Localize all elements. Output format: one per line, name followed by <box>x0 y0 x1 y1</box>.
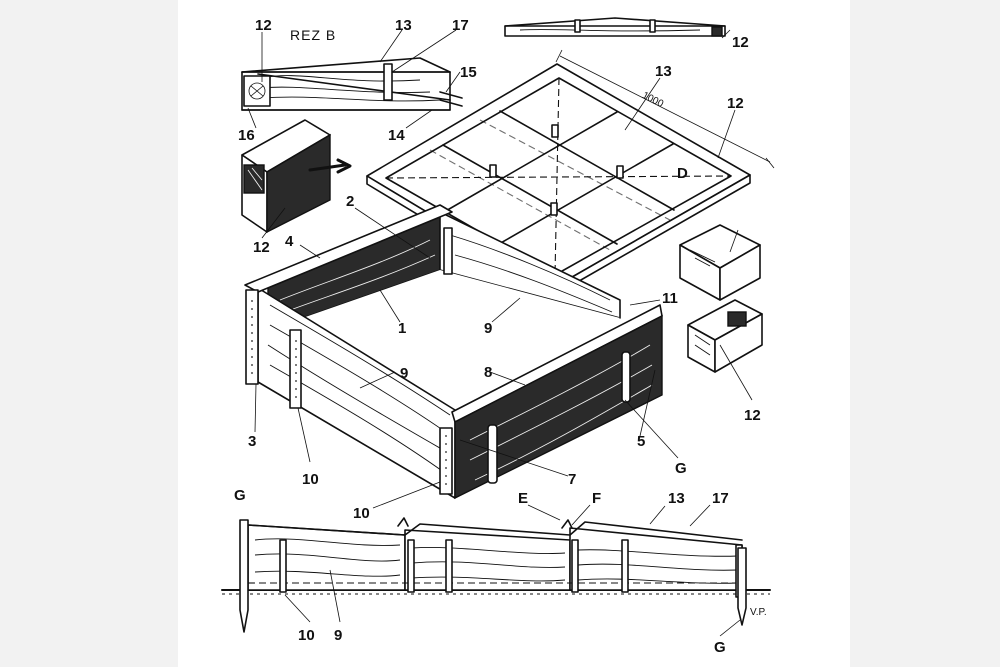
label-9: 9 <box>334 627 342 644</box>
label-10: 10 <box>298 627 315 644</box>
label-17: 17 <box>452 17 469 34</box>
label-4: 4 <box>285 233 294 250</box>
label-2: 2 <box>346 193 354 210</box>
label-E: E <box>518 490 528 507</box>
label-G: G <box>714 639 726 656</box>
label-G: G <box>675 460 687 477</box>
label-12: 12 <box>727 95 744 112</box>
label-7: 7 <box>568 471 576 488</box>
label-10: 10 <box>353 505 370 522</box>
cold-frame-box <box>244 204 663 500</box>
joint-detail-right-top <box>679 224 761 301</box>
label-14: 14 <box>388 127 405 144</box>
label-9: 9 <box>484 320 492 337</box>
joint-detail-left <box>241 119 352 234</box>
label-8: 8 <box>484 364 492 381</box>
label-1: 1 <box>398 320 406 337</box>
lid-profile-detail <box>504 17 726 37</box>
section-b-detail <box>241 57 463 111</box>
label-17: 17 <box>712 490 729 507</box>
label-16: 16 <box>238 127 255 144</box>
label-15: 15 <box>460 64 477 81</box>
label-12: 12 <box>732 34 749 51</box>
label-5: 5 <box>637 433 645 450</box>
cold-frame-technical-drawing: REZ B 12 13 17 15 14 16 12 12 13 1000 D … <box>221 17 775 656</box>
label-12: 12 <box>253 239 270 256</box>
part-labels: REZ B 12 13 17 15 14 16 12 12 13 1000 D … <box>234 17 767 656</box>
label-10: 10 <box>302 471 319 488</box>
label-13: 13 <box>668 490 685 507</box>
label-13: 13 <box>395 17 412 34</box>
leader-lines <box>247 29 753 637</box>
ground-mark: V.P. <box>750 607 767 618</box>
label-12: 12 <box>744 407 761 424</box>
label-3: 3 <box>248 433 256 450</box>
label-D: D <box>677 165 688 182</box>
joint-detail-right-bottom <box>687 299 763 373</box>
side-elevation <box>221 517 771 633</box>
label-9: 9 <box>400 365 408 382</box>
label-13: 13 <box>655 63 672 80</box>
label-11: 11 <box>662 290 678 307</box>
section-title: REZ B <box>290 27 336 43</box>
label-F: F <box>592 490 601 507</box>
label-G: G <box>234 487 246 504</box>
drawing-sheet: REZ B 12 13 17 15 14 16 12 12 13 1000 D … <box>178 0 850 667</box>
label-12: 12 <box>255 17 272 34</box>
